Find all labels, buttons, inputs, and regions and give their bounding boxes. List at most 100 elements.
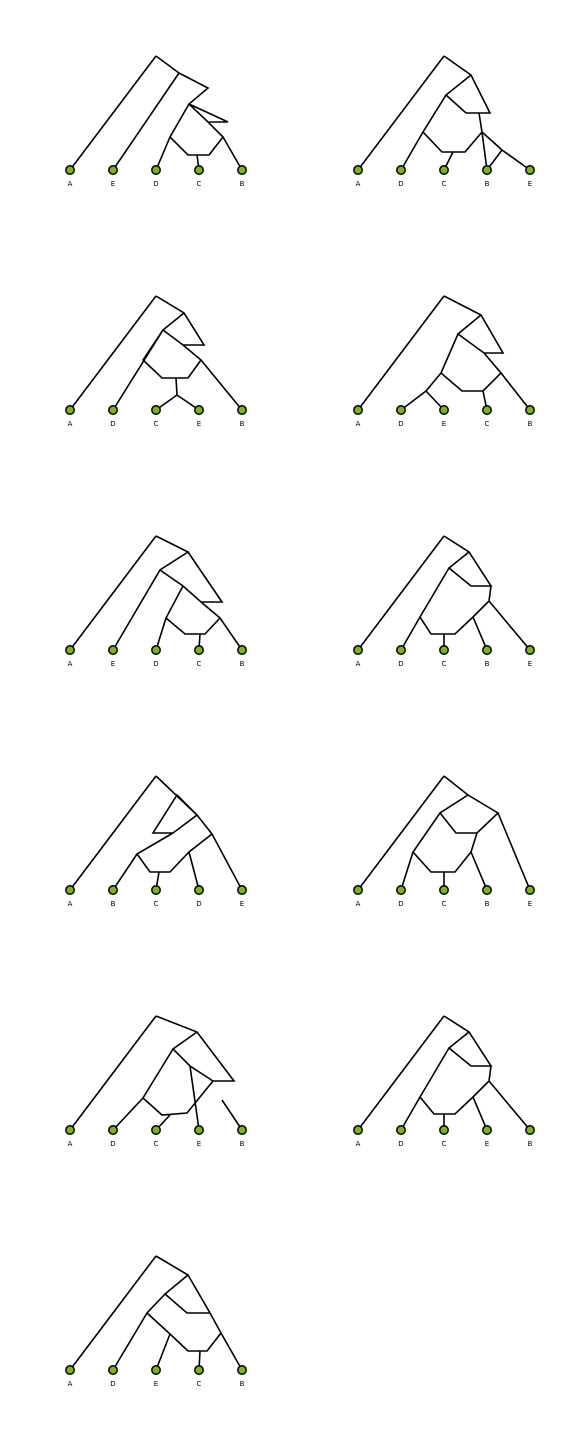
leaf-node bbox=[151, 165, 161, 175]
network-edges bbox=[357, 775, 531, 891]
leaf-label: D bbox=[398, 1140, 403, 1148]
leaf-node bbox=[439, 405, 449, 415]
leaf-node bbox=[151, 1365, 161, 1375]
leaf-label: A bbox=[356, 900, 361, 908]
network-edges bbox=[357, 295, 531, 411]
leaf-node bbox=[439, 645, 449, 655]
leaf-node bbox=[151, 645, 161, 655]
leaf-label: D bbox=[153, 180, 158, 188]
leaf-node bbox=[237, 1365, 247, 1375]
leaf-label: A bbox=[68, 420, 73, 428]
leaf-node bbox=[353, 645, 363, 655]
leaf-label: E bbox=[197, 420, 201, 428]
leaf-label: A bbox=[356, 180, 361, 188]
leaf-label: C bbox=[442, 1140, 447, 1148]
leaf-label: E bbox=[111, 660, 115, 668]
leaf-label: C bbox=[442, 660, 447, 668]
leaf-label: A bbox=[68, 180, 73, 188]
leaf-label: B bbox=[485, 660, 490, 668]
leaf-node bbox=[525, 645, 535, 655]
leaf-node bbox=[108, 885, 118, 895]
leaf-label: D bbox=[110, 1140, 115, 1148]
leaf-label: C bbox=[197, 660, 202, 668]
leaf-node bbox=[65, 165, 75, 175]
network-edges bbox=[69, 535, 243, 651]
leaf-node bbox=[108, 645, 118, 655]
leaf-node bbox=[65, 1125, 75, 1135]
leaf-label: D bbox=[398, 900, 403, 908]
leaf-node bbox=[237, 165, 247, 175]
leaf-node bbox=[525, 165, 535, 175]
leaf-node bbox=[237, 885, 247, 895]
leaf-label: A bbox=[356, 420, 361, 428]
leaf-label: B bbox=[485, 180, 490, 188]
leaf-node bbox=[194, 165, 204, 175]
leaf-label: A bbox=[356, 1140, 361, 1148]
leaf-label: E bbox=[528, 900, 532, 908]
leaf-node bbox=[237, 405, 247, 415]
leaf-label: C bbox=[154, 1140, 159, 1148]
network-edges bbox=[69, 295, 243, 411]
leaf-label: B bbox=[528, 420, 533, 428]
leaf-node bbox=[525, 405, 535, 415]
leaf-label: D bbox=[398, 180, 403, 188]
leaf-label: B bbox=[240, 1140, 245, 1148]
leaf-node bbox=[396, 885, 406, 895]
network-3 bbox=[69, 295, 243, 411]
leaf-label: D bbox=[153, 660, 158, 668]
leaf-node bbox=[396, 645, 406, 655]
leaf-node bbox=[194, 645, 204, 655]
leaf-label: C bbox=[485, 420, 490, 428]
leaf-node bbox=[439, 885, 449, 895]
leaf-label: E bbox=[485, 1140, 489, 1148]
network-9 bbox=[69, 1015, 243, 1131]
leaf-label: B bbox=[528, 1140, 533, 1148]
leaf-label: A bbox=[356, 660, 361, 668]
leaf-node bbox=[439, 165, 449, 175]
leaf-label: B bbox=[485, 900, 490, 908]
network-7 bbox=[69, 775, 243, 891]
network-10 bbox=[357, 1015, 531, 1131]
leaf-node bbox=[151, 1125, 161, 1135]
leaf-node bbox=[151, 405, 161, 415]
leaf-node bbox=[108, 165, 118, 175]
leaf-node bbox=[65, 1365, 75, 1375]
leaf-node bbox=[194, 1125, 204, 1135]
network-1 bbox=[69, 55, 243, 171]
leaf-node bbox=[482, 405, 492, 415]
leaf-label: C bbox=[442, 180, 447, 188]
leaf-label: A bbox=[68, 900, 73, 908]
leaf-node bbox=[353, 1125, 363, 1135]
leaf-label: C bbox=[154, 420, 159, 428]
leaf-label: A bbox=[68, 660, 73, 668]
leaf-node bbox=[525, 885, 535, 895]
leaf-node bbox=[439, 1125, 449, 1135]
network-edges bbox=[357, 55, 531, 171]
leaf-label: E bbox=[197, 1140, 201, 1148]
leaf-label: D bbox=[110, 1380, 115, 1388]
network-edges bbox=[69, 55, 243, 171]
leaf-node bbox=[482, 165, 492, 175]
leaf-label: E bbox=[528, 180, 532, 188]
leaf-node bbox=[396, 165, 406, 175]
leaf-label: B bbox=[240, 420, 245, 428]
network-4 bbox=[357, 295, 531, 411]
leaf-node bbox=[194, 1365, 204, 1375]
network-11 bbox=[69, 1255, 243, 1371]
leaf-node bbox=[108, 1125, 118, 1135]
leaf-label: D bbox=[110, 420, 115, 428]
leaf-node bbox=[237, 645, 247, 655]
leaf-node bbox=[65, 645, 75, 655]
leaf-label: E bbox=[240, 900, 244, 908]
leaf-label: C bbox=[154, 900, 159, 908]
leaf-label: D bbox=[398, 660, 403, 668]
leaf-label: B bbox=[111, 900, 116, 908]
leaf-node bbox=[525, 1125, 535, 1135]
network-edges bbox=[69, 1255, 243, 1371]
leaf-node bbox=[194, 885, 204, 895]
leaf-node bbox=[108, 405, 118, 415]
leaf-label: A bbox=[68, 1380, 73, 1388]
leaf-node bbox=[194, 405, 204, 415]
